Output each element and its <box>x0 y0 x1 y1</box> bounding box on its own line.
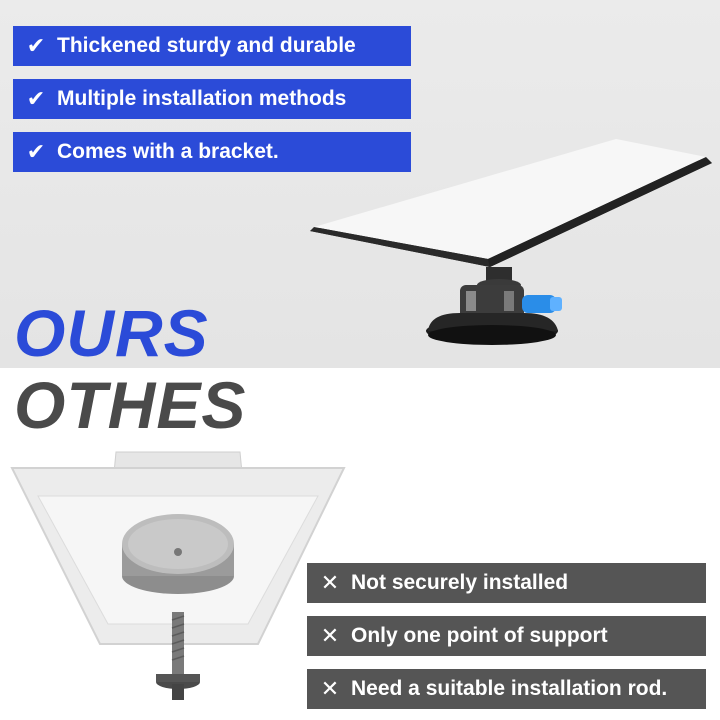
ours-feature-text: Thickened sturdy and durable <box>57 34 356 57</box>
ours-feature-1: ✔ Thickened sturdy and durable <box>13 26 411 66</box>
ours-label: OURS <box>14 296 209 370</box>
x-icon: ✕ <box>320 623 340 648</box>
other-mount-product-image <box>10 451 346 700</box>
check-icon: ✔ <box>26 139 46 164</box>
others-feature-3: ✕ Need a suitable installation rod. <box>307 669 706 709</box>
suction-mount-product-image <box>310 139 712 345</box>
others-feature-2: ✕ Only one point of support <box>307 616 706 656</box>
others-feature-text: Not securely installed <box>351 571 569 594</box>
ours-feature-3: ✔ Comes with a bracket. <box>13 132 411 172</box>
check-icon: ✔ <box>26 33 46 58</box>
ours-feature-2: ✔ Multiple installation methods <box>13 79 411 119</box>
x-icon: ✕ <box>320 676 340 701</box>
ours-feature-text: Comes with a bracket. <box>57 140 279 163</box>
check-icon: ✔ <box>26 86 46 111</box>
others-feature-text: Need a suitable installation rod. <box>351 677 668 700</box>
others-label: OTHES <box>14 368 247 442</box>
others-feature-1: ✕ Not securely installed <box>307 563 706 603</box>
ours-feature-text: Multiple installation methods <box>57 87 347 110</box>
x-icon: ✕ <box>320 570 340 595</box>
others-feature-text: Only one point of support <box>351 624 608 647</box>
